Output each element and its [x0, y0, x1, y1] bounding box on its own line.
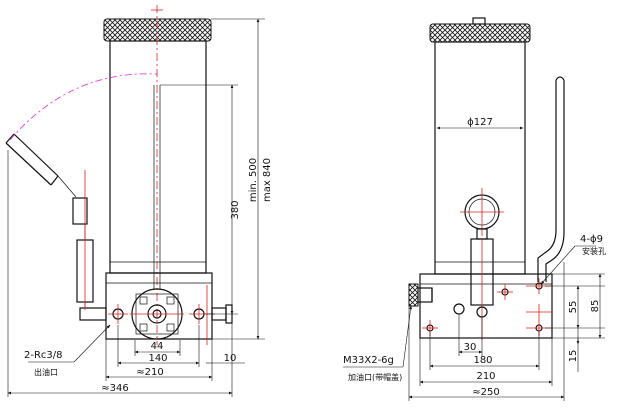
dim-250: ≈250: [472, 387, 499, 398]
dim-15: 15: [568, 350, 579, 363]
hole-label: 4-ϕ9: [580, 234, 603, 245]
fill-port-sub: 加油口(带帽盖): [348, 372, 402, 382]
dim-min-500: min. 500: [248, 158, 259, 202]
reservoir-body: [109, 40, 207, 274]
hole-sub: 安装孔: [582, 246, 606, 256]
dim-380: 380: [230, 200, 241, 219]
lever-handle: [5, 142, 52, 186]
dim-85: 85: [590, 300, 601, 313]
side-lever: [537, 80, 557, 282]
dim-44: 44: [151, 341, 164, 352]
reservoir-cap: [103, 18, 212, 42]
lever-swing-arc: [9, 73, 158, 141]
dim-side-210: 210: [476, 371, 495, 382]
dim-max-840: max 840: [262, 158, 273, 202]
dim-55: 55: [568, 301, 579, 314]
side-pump-body: [419, 273, 553, 339]
dim-10: 10: [224, 353, 237, 364]
dim-346: ≈346: [101, 383, 128, 394]
front-view: 380 min. 500 max 840 44 140 10 ≈210 ≈346: [5, 5, 273, 397]
rc-port-label: 2-Rc3/8: [24, 350, 63, 361]
side-reservoir-cap: [429, 23, 531, 43]
rc-port-sub: 出油口: [34, 367, 58, 377]
dim-30: 30: [464, 342, 477, 353]
dim-140: 140: [148, 353, 167, 364]
dim-180: 180: [473, 355, 492, 366]
dim-210: ≈210: [136, 367, 163, 378]
side-view: ϕ127: [343, 17, 606, 401]
fill-port-label: M33X2-6g: [343, 355, 394, 366]
dim-phi127: ϕ127: [467, 117, 493, 128]
